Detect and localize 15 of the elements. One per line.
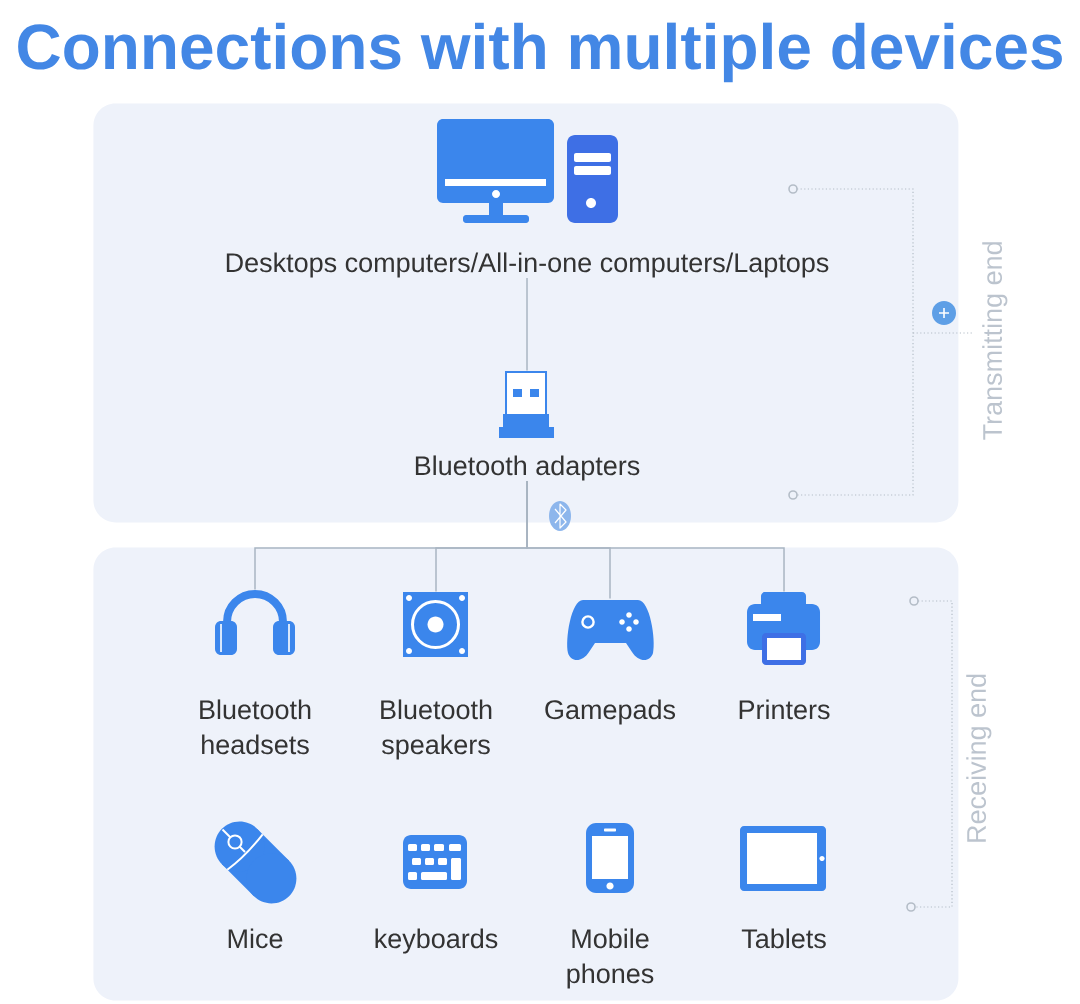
- item-label: Printers: [739, 699, 830, 720]
- side-label: Transmitting end: [982, 242, 1008, 440]
- item-label: keyboards: [375, 928, 498, 954]
- title: Connections with multiple devices: [18, 22, 1062, 83]
- connector-line: [526, 480, 785, 593]
- item-label: Mobile phones: [567, 928, 654, 989]
- item-label: Tablets: [741, 928, 826, 949]
- item-label: Bluetooth speakers: [381, 699, 492, 760]
- item-label: Bluetooth adapters: [415, 455, 640, 481]
- item-label: Bluetooth headsets: [200, 699, 311, 755]
- item-label: Gamepads: [545, 699, 676, 725]
- item-label: Mice: [228, 928, 283, 949]
- connector-line: [526, 277, 528, 372]
- side-label: Receiving end: [966, 674, 992, 842]
- item-label: Desktops computers/All-in-one computers/Laptops: [226, 252, 829, 278]
